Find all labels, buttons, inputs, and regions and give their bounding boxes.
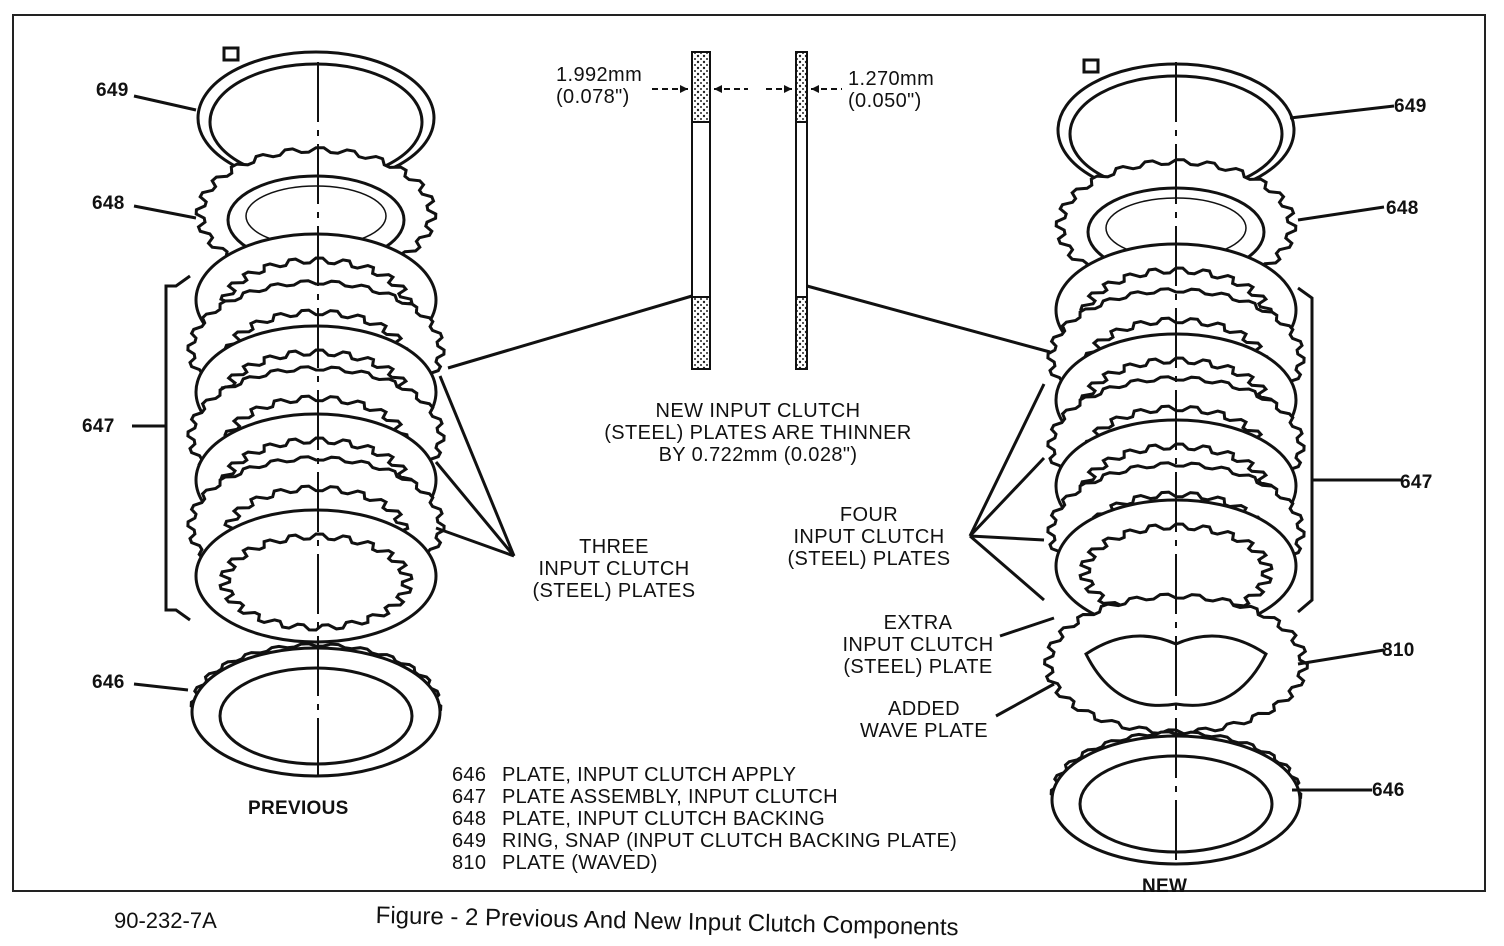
- legend-text: PLATE, INPUT CLUTCH APPLY: [502, 764, 797, 786]
- thinner-plates-note: NEW INPUT CLUTCH (STEEL) PLATES ARE THIN…: [604, 400, 912, 466]
- apply-plate-646: [189, 642, 443, 778]
- legend-number: 648: [452, 808, 487, 830]
- legend-number: 649: [452, 830, 487, 852]
- legend-row: 648 PLATE, INPUT CLUTCH BACKING: [452, 808, 957, 830]
- steel-plate: [194, 508, 438, 644]
- new-plate-section: [766, 51, 842, 370]
- legend-text: PLATE, INPUT CLUTCH BACKING: [502, 808, 825, 830]
- wave-plate-callout: ADDED WAVE PLATE: [859, 698, 989, 742]
- diagram-frame: [12, 14, 1486, 892]
- label-648-left: 648: [92, 193, 125, 214]
- label-810-right: 810: [1382, 640, 1415, 661]
- three-plates-callout: THREE INPUT CLUTCH (STEEL) PLATES: [532, 536, 696, 602]
- old-thickness-label: 1.992mm (0.078"): [556, 64, 643, 108]
- legend-number: 647: [452, 786, 487, 808]
- legend-row: 647 PLATE ASSEMBLY, INPUT CLUTCH: [452, 786, 957, 808]
- legend-text: PLATE ASSEMBLY, INPUT CLUTCH: [502, 786, 838, 808]
- previous-clutch-stack: [186, 46, 446, 778]
- four-plates-callout: FOUR INPUT CLUTCH (STEEL) PLATES: [787, 504, 951, 570]
- legend-text: RING, SNAP (INPUT CLUTCH BACKING PLATE): [502, 830, 958, 852]
- label-646-left: 646: [92, 672, 125, 693]
- label-647-left: 647: [82, 416, 115, 437]
- leader-lines: [132, 94, 1402, 792]
- legend-number: 810: [452, 852, 487, 874]
- legend-row: 649 RING, SNAP (INPUT CLUTCH BACKING PLAT…: [452, 830, 957, 852]
- new-thickness-label: 1.270mm (0.050"): [848, 68, 935, 112]
- extra-plate-callout: EXTRA INPUT CLUTCH (STEEL) PLATE: [842, 612, 994, 678]
- previous-label: PREVIOUS: [248, 798, 349, 819]
- new-label: NEW: [1142, 876, 1188, 897]
- figure-id: 90-232-7A: [114, 908, 217, 933]
- legend-row: 646 PLATE, INPUT CLUTCH APPLY: [452, 764, 957, 786]
- label-649-right: 649: [1394, 96, 1427, 117]
- label-649-left: 649: [96, 80, 129, 101]
- legend-number: 646: [452, 764, 487, 786]
- legend-row: 810 PLATE (WAVED): [452, 852, 957, 874]
- label-646-right: 646: [1372, 780, 1405, 801]
- legend-text: PLATE (WAVED): [502, 852, 658, 874]
- label-648-right: 648: [1386, 198, 1419, 219]
- old-plate-section: [652, 51, 748, 370]
- parts-legend: 646 PLATE, INPUT CLUTCH APPLY 647 PLATE ASS…: [452, 764, 957, 874]
- label-647-right: 647: [1400, 472, 1433, 493]
